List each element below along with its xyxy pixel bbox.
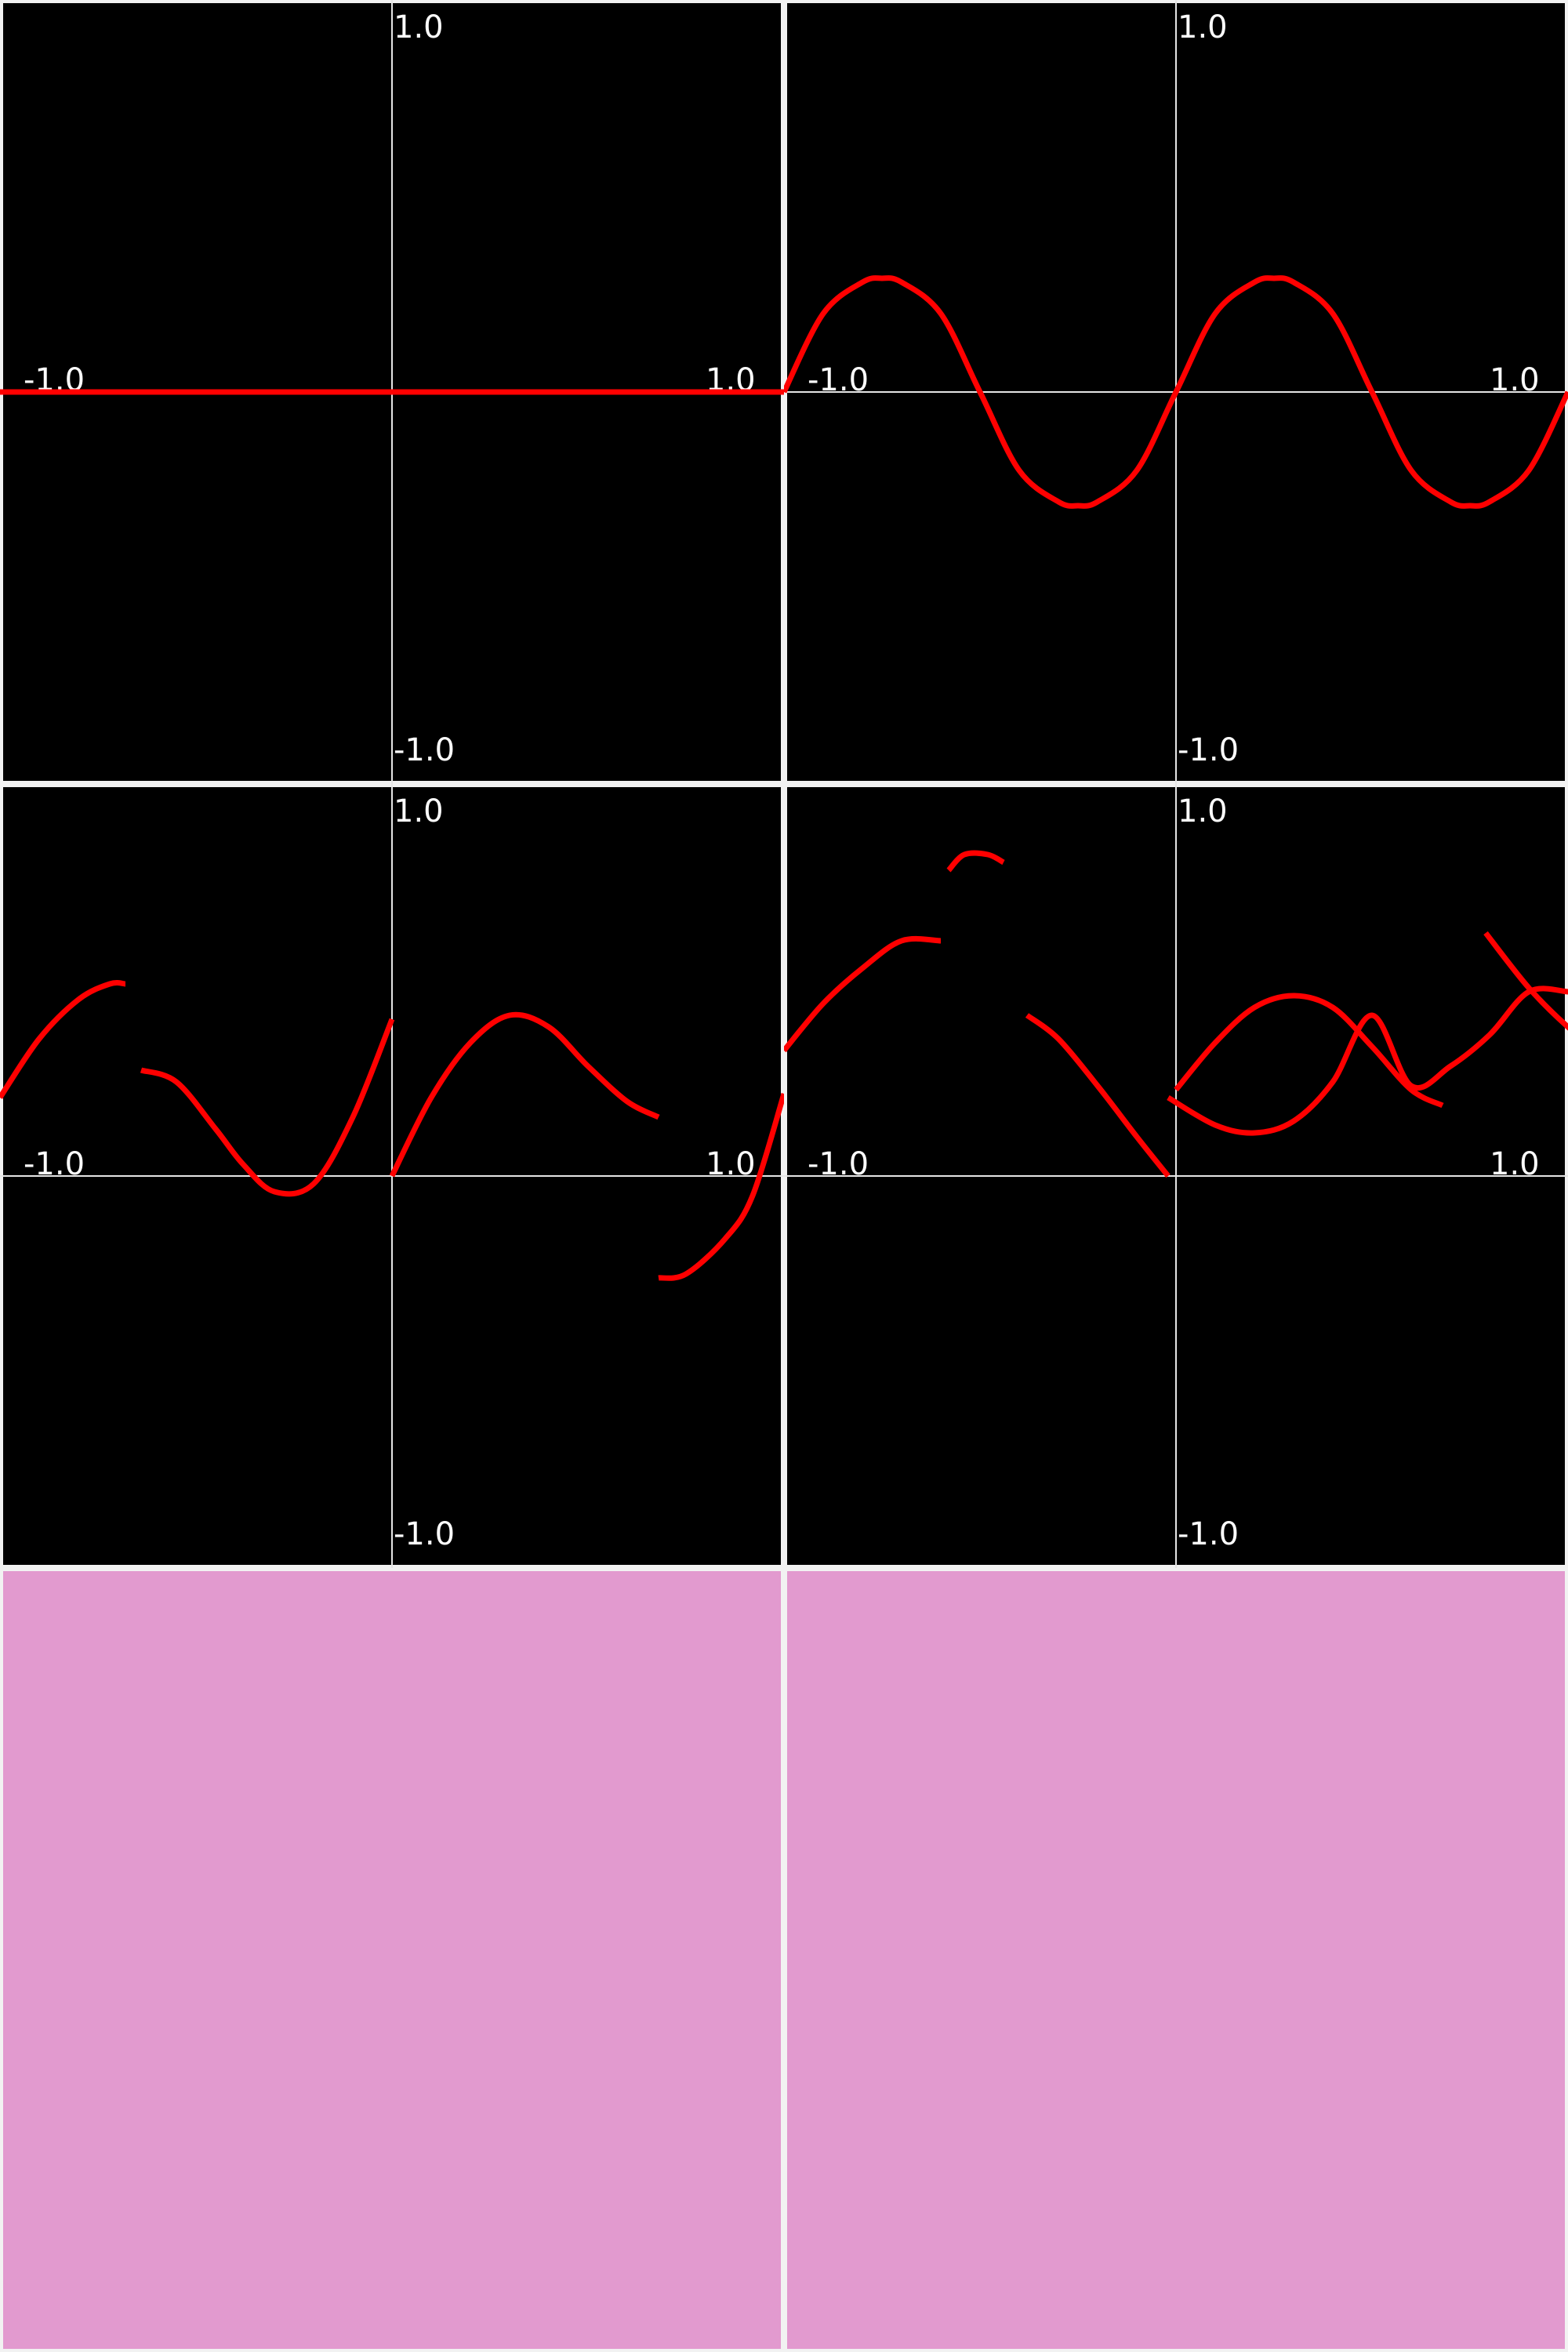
series-line-segment-2: [946, 850, 1005, 873]
series-line-segment-1: [784, 935, 942, 1053]
y-min-tick-label: -1.0: [394, 1516, 455, 1552]
y-min-tick-label: -1.0: [1178, 732, 1239, 768]
series-line-segment-3: [1025, 1013, 1171, 1178]
series-line-segment-3: [389, 1011, 660, 1178]
x-min-tick-label: -1.0: [808, 1146, 869, 1182]
series-line-segment-5: [1174, 993, 1444, 1109]
series-group: [784, 275, 1568, 509]
series-line-segment-1: [784, 275, 1568, 509]
series-line-segment-1: [0, 980, 126, 1099]
panel-4: 1.0 -1.0 -1.0 1.0: [784, 784, 1568, 1568]
empty-panel-background: [0, 1568, 784, 2352]
x-max-tick-label: 1.0: [1490, 1146, 1540, 1182]
x-min-tick-label: -1.0: [24, 1146, 85, 1182]
panel-6: [784, 1568, 1568, 2352]
x-max-tick-label: 1.0: [706, 1146, 756, 1182]
y-min-tick-label: -1.0: [394, 732, 455, 768]
y-min-tick-label: -1.0: [1178, 1516, 1239, 1552]
series-line-segment-6: [1483, 931, 1568, 1031]
x-min-tick-label: -1.0: [808, 362, 869, 398]
series-line-segment-4: [658, 1092, 784, 1281]
series-group: [0, 980, 784, 1281]
panel-2: 1.0 -1.0 -1.0 1.0: [784, 0, 1568, 784]
y-max-tick-label: 1.0: [394, 793, 444, 829]
y-max-tick-label: 1.0: [1178, 793, 1228, 829]
y-max-tick-label: 1.0: [394, 9, 444, 45]
y-max-tick-label: 1.0: [1178, 9, 1228, 45]
panel-5: [0, 1568, 784, 2352]
series-line-segment-2: [140, 1018, 395, 1197]
series-line-segment-4: [1167, 985, 1568, 1136]
panel-3: 1.0 -1.0 -1.0 1.0: [0, 784, 784, 1568]
series-group: [784, 850, 1568, 1178]
x-max-tick-label: 1.0: [1490, 362, 1540, 398]
empty-panel-background: [784, 1568, 1568, 2352]
